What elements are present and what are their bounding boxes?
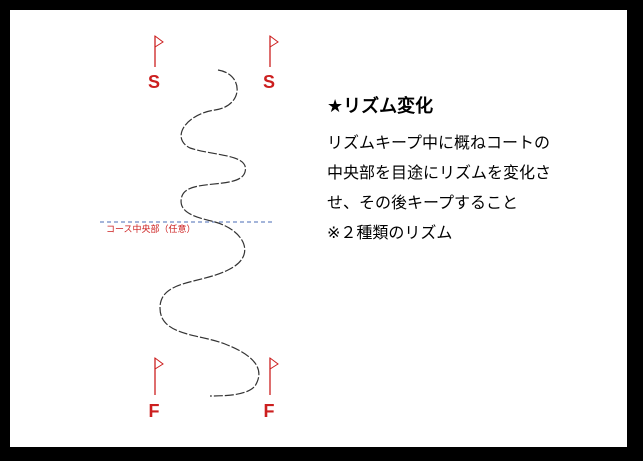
description-line: リズムキープ中に概ねコートの [327,133,551,152]
course-center-label: コース中央部（任意） [106,225,196,235]
diagram-frame [7,7,630,450]
description-line: せ、その後キープすること [327,193,519,212]
flag-icon [154,357,164,395]
start-flag-label: S [262,72,275,92]
flag-icon [269,35,279,67]
start-flag-label: S [147,72,160,92]
flag-icon [269,357,279,395]
description-line: ※２種類のリズム [327,223,453,242]
flag-icon [154,35,164,67]
description-line: 中央部を目途にリズムを変化さ [327,163,552,182]
rhythm-path [159,69,260,397]
finish-flag-label: F [148,401,160,421]
description-title: ★リズム変化 [327,96,434,117]
finish-flag-label: F [263,401,275,421]
description: ★リズム変化 リズムキープ中に概ねコートの 中央部を目途にリズムを変化さ せ、そ… [327,92,627,248]
